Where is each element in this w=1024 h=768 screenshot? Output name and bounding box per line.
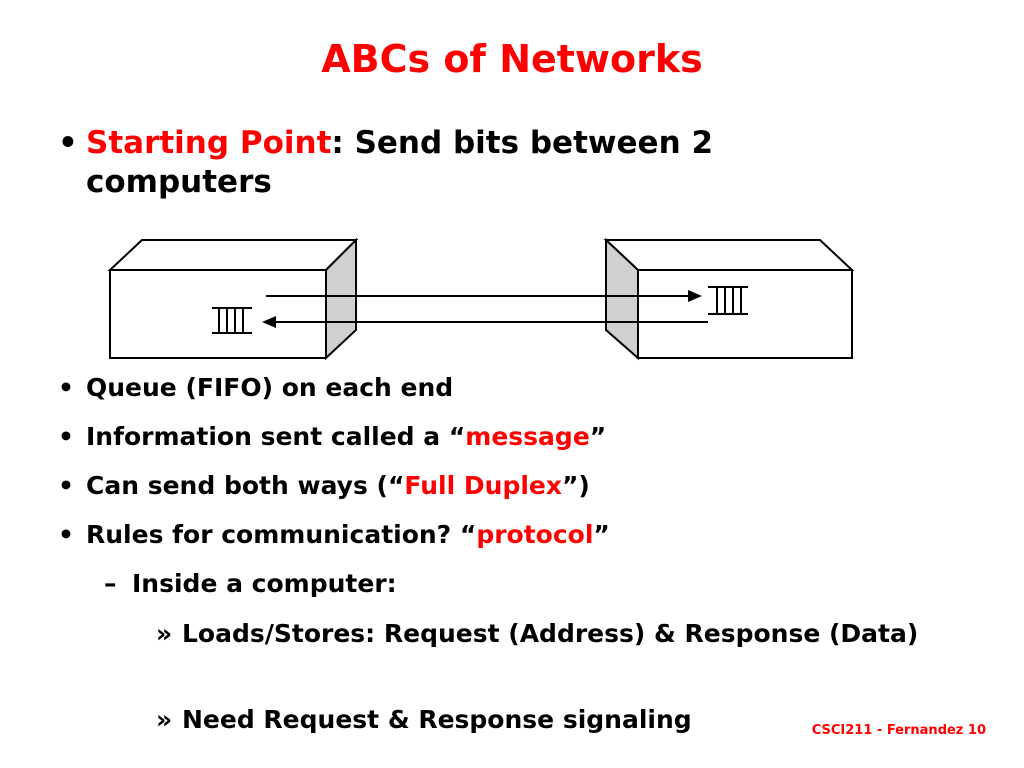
- left-box-top: [107, 239, 359, 271]
- full-duplex-highlight: Full Duplex: [404, 471, 562, 500]
- text-post: ”: [593, 520, 610, 549]
- intro-rest: : Send bits between 2 computers: [86, 125, 714, 200]
- bullet-text: Can send both ways (“Full Duplex”): [86, 470, 590, 502]
- slide-footer: CSCI211 - Fernandez 10: [811, 723, 986, 738]
- text-post: ”: [589, 422, 607, 451]
- right-queue-icon: [708, 286, 748, 315]
- right-computer-box: [603, 237, 855, 361]
- text-post: ”): [562, 471, 590, 500]
- right-box-top: [603, 239, 855, 271]
- send-arrow-left: [262, 316, 708, 328]
- starting-point-highlight: Starting Point: [86, 125, 332, 161]
- left-queue-icon: [212, 307, 252, 334]
- bullet-dot: •: [58, 471, 74, 500]
- sub-sub-bullet-text: Loads/Stores: Request (Address) & Respon…: [182, 619, 919, 648]
- bullet-dot: •: [58, 520, 74, 549]
- bullet-dot: •: [58, 422, 74, 451]
- send-arrow-right: [266, 290, 702, 302]
- message-highlight: message: [465, 422, 590, 451]
- protocol-highlight: protocol: [476, 520, 594, 549]
- two-computers-diagram: [107, 237, 855, 361]
- bullet-dot: •: [58, 373, 74, 402]
- chevron-marker: »: [156, 619, 173, 648]
- bullet-text: Queue (FIFO) on each end: [86, 373, 454, 402]
- sub-bullet-text: Inside a computer:: [132, 569, 397, 598]
- bullet-text: Rules for communication? “protocol”: [86, 519, 610, 551]
- text-pre: Rules for communication? “: [86, 520, 477, 549]
- left-computer-box: [107, 237, 359, 361]
- text-pre: Information sent called a “: [86, 422, 466, 451]
- chevron-marker: »: [156, 705, 173, 734]
- slide-title: ABCs of Networks: [321, 37, 703, 81]
- text-pre: Can send both ways (“: [86, 471, 405, 500]
- dash-marker: –: [104, 569, 117, 598]
- sub-sub-bullet-text: Need Request & Response signaling: [182, 705, 692, 734]
- intro-text: Starting Point: Send bits between 2 comp…: [86, 124, 816, 202]
- bullet-dot: •: [58, 125, 78, 161]
- bullet-text: Information sent called a “message”: [86, 421, 606, 453]
